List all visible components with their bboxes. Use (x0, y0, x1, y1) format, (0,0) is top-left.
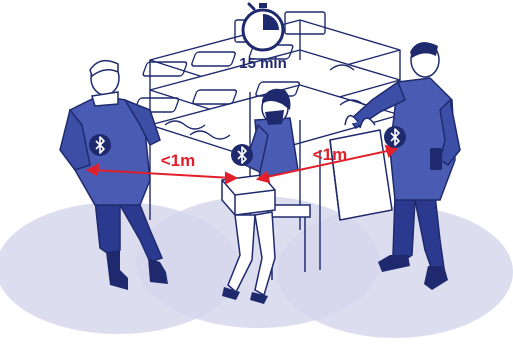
distance-label-right: <1m (313, 145, 348, 164)
phone-icon (430, 148, 442, 170)
timer-label: 15 min (239, 55, 287, 72)
bluetooth-icon (384, 126, 406, 148)
stopwatch-icon (243, 3, 283, 50)
distance-label-left: <1m (161, 151, 196, 170)
bluetooth-icon (89, 134, 111, 156)
bluetooth-icon (231, 144, 253, 166)
